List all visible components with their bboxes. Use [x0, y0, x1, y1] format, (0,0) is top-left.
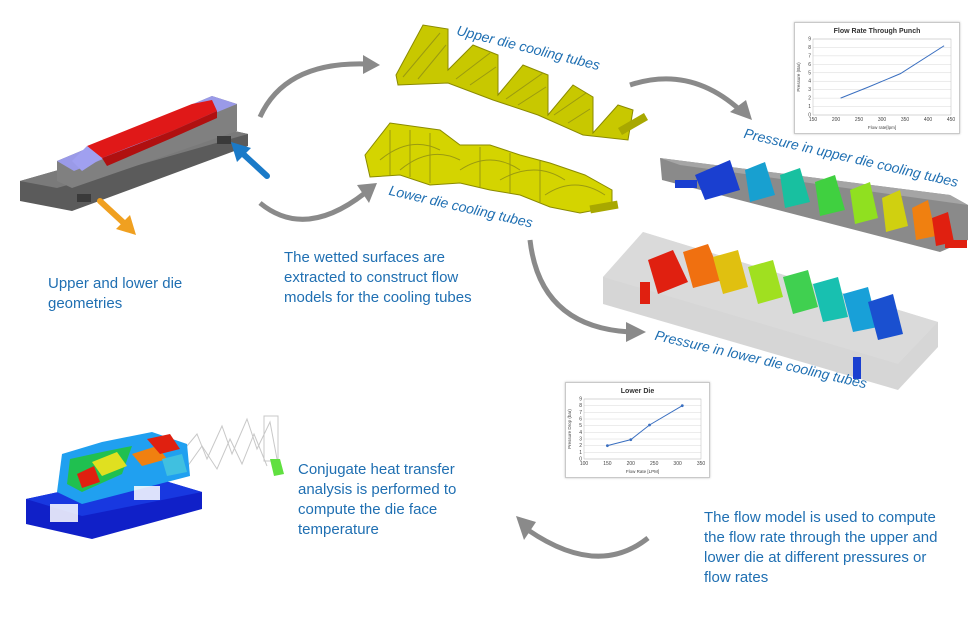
- x-tick-label: 200: [832, 117, 841, 123]
- data-point: [606, 444, 609, 448]
- series-line: [840, 45, 945, 99]
- x-tick-label: 300: [878, 117, 887, 123]
- curved-arrow-to-conjugate: [516, 516, 650, 559]
- x-tick-label: 450: [947, 117, 956, 123]
- plot-area: [583, 398, 702, 460]
- curved-arrow-to-pressure-upper: [629, 76, 752, 120]
- y-axis-label: Pressure Drop (bar): [567, 409, 572, 449]
- x-tick-label: 350: [697, 461, 706, 467]
- lower-tubes-image: [364, 122, 619, 214]
- x-tick-label: 200: [627, 461, 636, 467]
- y-tick-label: 3: [808, 87, 811, 93]
- caption-wetted: The wetted surfaces are extracted to con…: [284, 249, 472, 306]
- die-geometry-image: [20, 96, 248, 211]
- y-tick-label: 1: [579, 450, 582, 456]
- x-axis-label: Flow Rate [LPM]: [626, 469, 659, 474]
- y-tick-label: 8: [808, 45, 811, 51]
- x-tick-label: 150: [809, 117, 818, 123]
- caption-geometries: Upper and lower die geometries: [48, 275, 183, 312]
- y-tick-label: 0: [808, 113, 811, 119]
- caption-flow-model: The flow model is used to compute the fl…: [704, 509, 938, 586]
- curved-arrow-to-lower-tubes: [258, 183, 377, 222]
- pressure-lower-image: [603, 232, 938, 390]
- x-tick-label: 300: [673, 461, 682, 467]
- y-tick-label: 5: [808, 70, 811, 76]
- y-tick-label: 6: [808, 62, 811, 68]
- data-point: [648, 423, 651, 427]
- y-tick-label: 1: [808, 104, 811, 110]
- y-tick-label: 4: [808, 79, 811, 85]
- plot-area: [812, 38, 952, 116]
- data-point: [629, 438, 633, 442]
- y-tick-label: 4: [579, 430, 582, 436]
- conjugate-heat-image: [26, 415, 284, 539]
- pressure-upper-image: [660, 158, 968, 252]
- x-tick-label: 250: [650, 461, 659, 467]
- curved-arrow-to-pressure-lower: [527, 239, 646, 342]
- y-tick-label: 3: [579, 437, 582, 443]
- chart-title: Lower Die: [621, 388, 655, 395]
- chart-title: Flow Rate Through Punch: [834, 28, 921, 35]
- y-tick-label: 2: [808, 96, 811, 102]
- y-tick-label: 2: [579, 443, 582, 449]
- caption-conjugate: Conjugate heat transfer analysis is perf…: [298, 461, 457, 538]
- chart-flow-rate-punch-svg: Flow Rate Through Punch 0 1 2 3 4 5 6 7 8 9 150 200 2…: [796, 28, 956, 130]
- x-tick-label: 100: [580, 461, 589, 467]
- series-line: [607, 405, 683, 447]
- y-tick-label: 0: [579, 457, 582, 463]
- x-tick-label: 350: [901, 117, 910, 123]
- y-tick-label: 7: [579, 410, 582, 416]
- orange-arrow-icon: [97, 198, 136, 235]
- x-tick-label: 150: [603, 461, 612, 467]
- x-tick-label: 400: [924, 117, 933, 123]
- x-tick-label: 250: [855, 117, 864, 123]
- y-tick-label: 7: [808, 53, 811, 59]
- data-point: [680, 404, 684, 408]
- y-tick-label: 5: [579, 423, 582, 429]
- blue-arrow-icon: [231, 142, 270, 179]
- chart-flow-rate-punch: Flow Rate Through Punch 0 1 2 3 4 5 6 7 8 9 150 200 2…: [794, 22, 960, 134]
- y-tick-label: 8: [579, 403, 582, 409]
- x-axis-label: Flow rate[lpm]: [868, 125, 896, 130]
- y-axis-label: Pressure (Bar): [796, 62, 801, 92]
- y-tick-label: 9: [579, 397, 582, 403]
- upper-tubes-image: [395, 24, 648, 141]
- y-tick-label: 9: [808, 37, 811, 43]
- curved-arrow-to-upper-tubes: [257, 55, 380, 119]
- y-tick-label: 6: [579, 417, 582, 423]
